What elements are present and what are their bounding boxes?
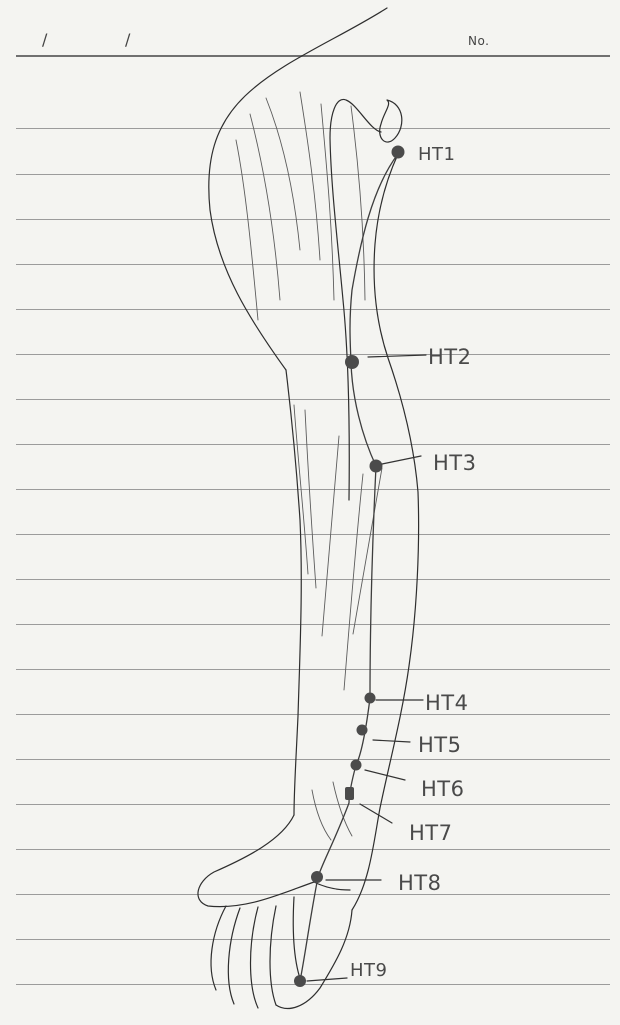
ht5-label: HT5 xyxy=(418,733,461,757)
finger-4 xyxy=(270,906,276,1005)
muscle-line xyxy=(322,436,339,636)
wrist-line xyxy=(312,790,331,840)
finger-3 xyxy=(251,907,259,1008)
inner-forearm-contour xyxy=(352,154,419,910)
ht1-point xyxy=(392,146,405,159)
ht3-label: HT3 xyxy=(433,451,476,475)
ht5-point xyxy=(357,725,368,736)
muscle-line xyxy=(344,474,363,690)
ht7-leader xyxy=(360,804,392,823)
hand-crease xyxy=(293,897,302,984)
ht6-point xyxy=(351,760,362,771)
ht5-leader xyxy=(373,740,410,742)
arm-outline xyxy=(198,8,419,1008)
ht2-point xyxy=(345,355,359,369)
wrist-fold xyxy=(314,882,350,890)
ht2-leader xyxy=(368,355,426,357)
ht7-label: HT7 xyxy=(409,821,452,845)
ht2-label: HT2 xyxy=(428,345,471,369)
ht8-label: HT8 xyxy=(398,871,441,895)
upper-arm-outer-contour xyxy=(209,8,387,370)
palm-edge xyxy=(276,910,352,1008)
finger-1 xyxy=(211,906,226,990)
ht6-leader xyxy=(365,770,405,780)
muscle-line xyxy=(300,92,320,260)
ht1-label: HT1 xyxy=(418,144,455,165)
inner-upper-arm-contour xyxy=(330,99,381,500)
muscle-line xyxy=(353,468,382,634)
acupoint-markers xyxy=(294,146,405,988)
ht6-label: HT6 xyxy=(421,777,464,801)
ht9-leader xyxy=(307,978,347,981)
forearm-outer-contour xyxy=(286,370,301,815)
ht7-point xyxy=(345,787,354,800)
ht3-point xyxy=(370,460,383,473)
muscle-line xyxy=(250,114,280,300)
ht8-point xyxy=(311,871,323,883)
finger-2 xyxy=(228,908,240,1004)
muscle-line xyxy=(351,106,365,300)
ht9-point xyxy=(294,975,306,987)
muscle-line xyxy=(321,104,334,300)
ht9-label: HT9 xyxy=(350,960,387,981)
muscle-line xyxy=(236,140,258,320)
muscle-line xyxy=(266,98,300,250)
elbow-curl xyxy=(380,100,402,142)
thumb-outline xyxy=(198,815,314,907)
ht4-point xyxy=(365,693,376,704)
ht4-label: HT4 xyxy=(425,691,468,715)
